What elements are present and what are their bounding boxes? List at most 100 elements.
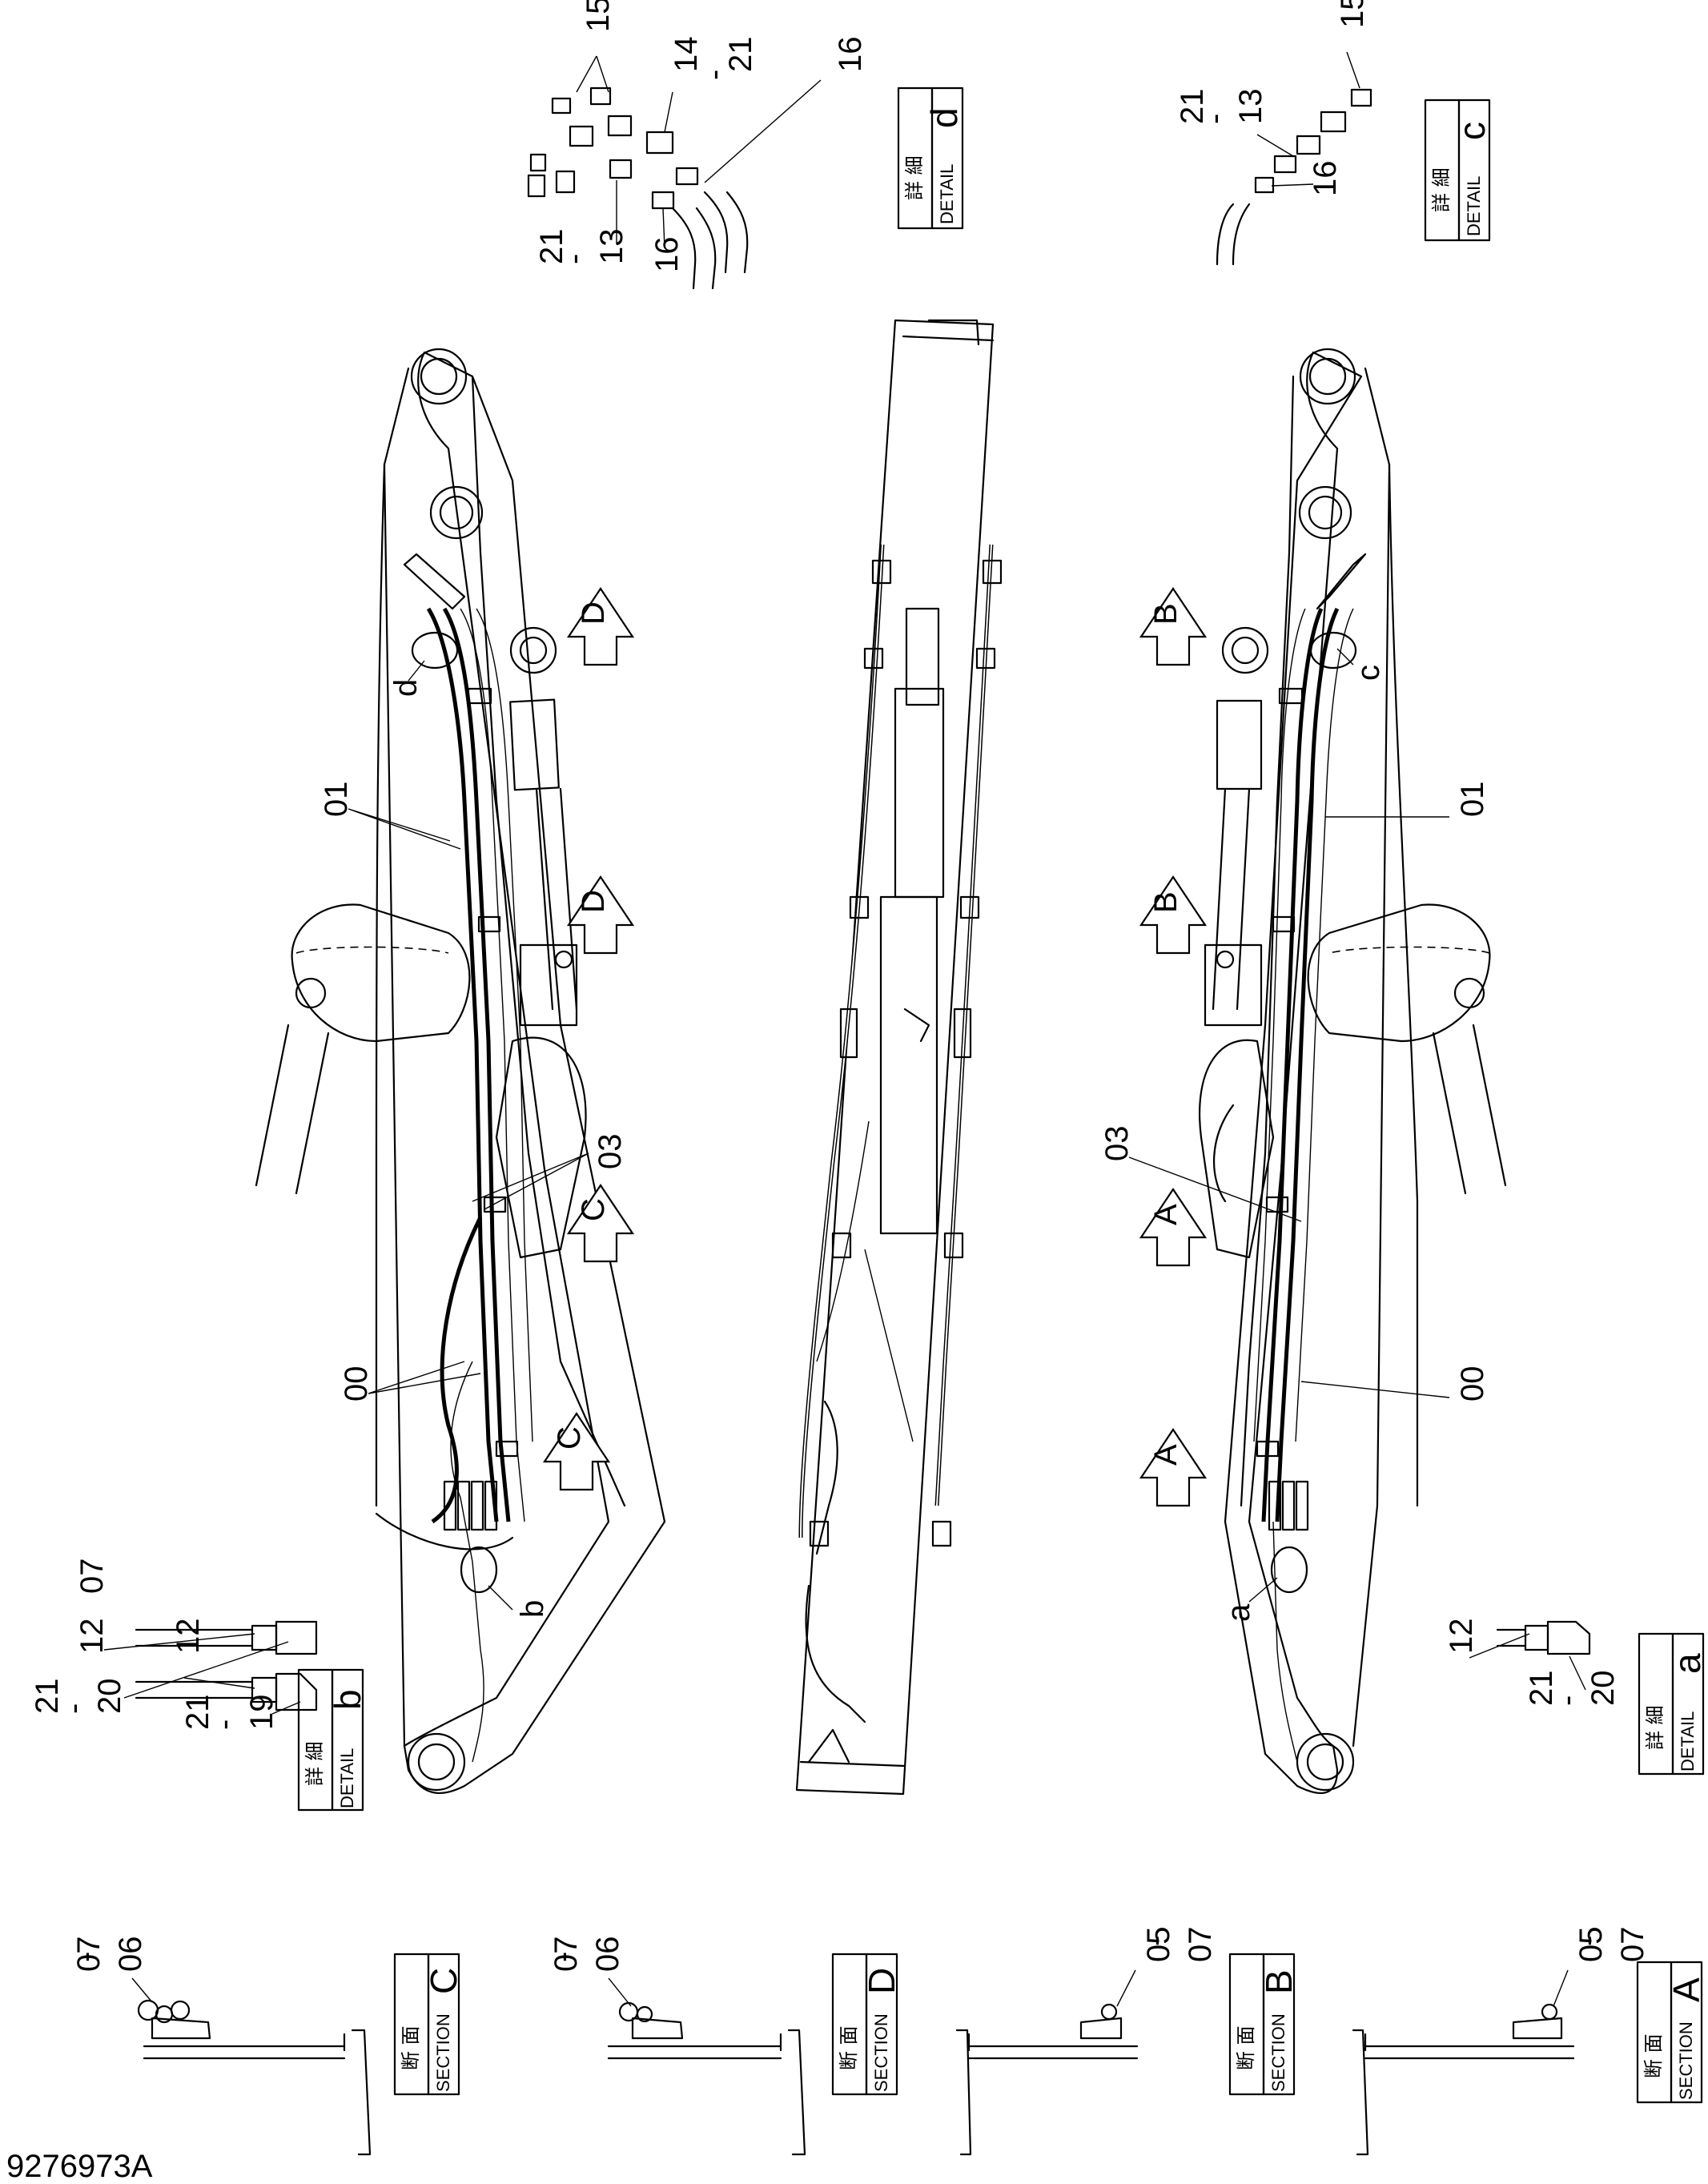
view-arrow-left-mid: D bbox=[566, 875, 635, 955]
section-jp: 断 面 bbox=[1235, 2025, 1257, 2070]
callout-b: b bbox=[515, 1600, 550, 1618]
section-a-box: 断 面 SECTION A bbox=[1636, 1961, 1707, 2104]
callout-20: 20 bbox=[1585, 1671, 1621, 1707]
callout-03: 03 bbox=[1099, 1126, 1135, 1162]
section-letter: B bbox=[1258, 1969, 1300, 1994]
arrow-label: D bbox=[576, 601, 611, 625]
section-jp: 断 面 bbox=[400, 2025, 422, 2070]
detail-en: DETAIL bbox=[1678, 1711, 1698, 1772]
callout-14: 14 bbox=[669, 37, 704, 73]
callout-dash: - bbox=[207, 1719, 242, 1730]
callout-16: 16 bbox=[1308, 161, 1343, 197]
callout-12: 12 bbox=[1444, 1619, 1479, 1655]
callout-05: 05 bbox=[1573, 1927, 1609, 1963]
callout-13: 13 bbox=[1233, 89, 1268, 125]
section-letter: A bbox=[1666, 1977, 1707, 2002]
callout-21: 21 bbox=[1175, 89, 1210, 125]
detail-a-group: 12 21 20 bbox=[1444, 1619, 1621, 1707]
section-en: SECTION bbox=[1676, 2021, 1696, 2100]
view-arrow-right-a1: A bbox=[1139, 1188, 1208, 1267]
section-jp: 断 面 bbox=[1642, 2033, 1665, 2078]
detail-letter: c bbox=[1451, 122, 1493, 140]
callout-20: 20 bbox=[92, 1679, 127, 1715]
arrow-label: D bbox=[576, 890, 611, 913]
callout-dash: - bbox=[56, 1703, 91, 1714]
detail-d-box: 詳 細 DETAIL d bbox=[897, 86, 965, 230]
callout-07: 07 bbox=[1615, 1927, 1650, 1963]
callout-15: 15 bbox=[581, 0, 616, 32]
callout-21b: 21 bbox=[534, 229, 569, 265]
callout-21a: 21 bbox=[723, 37, 758, 73]
callout-15: 15 bbox=[1335, 0, 1370, 28]
left-callouts: 01 03 00 d b bbox=[319, 660, 628, 1618]
callout-a: a bbox=[1221, 1603, 1256, 1622]
callout-21a: 21 bbox=[30, 1679, 65, 1715]
callout-dash: - bbox=[1570, 1936, 1606, 1946]
right-boom-assembly bbox=[1199, 348, 1507, 1794]
detail-a-box: 詳 細 DETAIL a bbox=[1638, 1632, 1708, 1776]
callout-c: c bbox=[1351, 665, 1386, 681]
section-callouts-rendered: 07 - 06 07 - 06 05 - 07 05 - 07 bbox=[68, 1927, 1650, 2007]
section-a-view bbox=[1352, 2003, 1575, 2156]
view-arrow-left-c2: C bbox=[542, 1412, 611, 1491]
section-b-view bbox=[955, 2003, 1139, 2156]
section-letter: C bbox=[423, 1968, 464, 1994]
detail-d-group: 15 14 21 16 21 13 16 bbox=[527, 0, 868, 290]
callout-dash: - bbox=[545, 1952, 581, 1962]
view-arrow-right-a2: A bbox=[1139, 1428, 1208, 1507]
detail-en: DETAIL bbox=[937, 164, 957, 224]
view-arrow-left-c1: C bbox=[566, 1184, 635, 1263]
callout-06: 06 bbox=[113, 1937, 148, 1973]
detail-c-group: 15 21 13 16 bbox=[1175, 0, 1372, 266]
section-en: SECTION bbox=[1268, 2013, 1288, 2092]
detail-letter: d bbox=[923, 107, 965, 128]
view-arrow-right-mid: B bbox=[1139, 875, 1208, 955]
callout-06: 06 bbox=[590, 1937, 625, 1973]
callout-16a: 16 bbox=[833, 37, 868, 73]
callout-dash: - bbox=[1138, 1936, 1173, 1946]
arrow-label: B bbox=[1148, 603, 1184, 625]
section-d-box: 断 面 SECTION D bbox=[831, 1953, 902, 2096]
callout-12a: 12 bbox=[74, 1619, 110, 1655]
callout-01: 01 bbox=[319, 782, 354, 818]
left-boom-assembly bbox=[255, 348, 666, 1794]
arrow-label: C bbox=[576, 1198, 611, 1221]
detail-letter: b bbox=[327, 1689, 368, 1710]
detail-jp: 詳 細 bbox=[903, 155, 926, 200]
callout-07: 07 bbox=[71, 1937, 106, 1973]
callout-dash: - bbox=[68, 1952, 103, 1962]
callout-01: 01 bbox=[1455, 782, 1490, 818]
arrow-label: A bbox=[1148, 1444, 1184, 1466]
view-arrow-right-top: B bbox=[1139, 587, 1208, 666]
center-boom-assembly bbox=[795, 319, 1003, 1796]
section-en: SECTION bbox=[433, 2013, 453, 2092]
detail-en: DETAIL bbox=[337, 1748, 357, 1808]
callout-13: 13 bbox=[594, 229, 629, 265]
callout-05: 05 bbox=[1141, 1927, 1176, 1963]
detail-dashes: - - - - - - bbox=[56, 70, 1585, 1730]
detail-c-box: 詳 細 DETAIL c bbox=[1424, 99, 1493, 242]
section-d-view bbox=[607, 2001, 806, 2156]
detail-en: DETAIL bbox=[1464, 176, 1484, 236]
callout-03: 03 bbox=[593, 1134, 628, 1170]
callout-00: 00 bbox=[1455, 1366, 1490, 1402]
callout-07: 07 bbox=[549, 1937, 584, 1973]
section-b-box: 断 面 SECTION B bbox=[1228, 1953, 1300, 2096]
arrow-label: B bbox=[1148, 891, 1184, 913]
detail-jp: 詳 細 bbox=[303, 1741, 326, 1786]
section-letter: D bbox=[861, 1968, 902, 1994]
detail-b-group: 12 12 21 20 21 19 bbox=[30, 1619, 318, 1731]
arrow-label: A bbox=[1148, 1204, 1184, 1225]
callout-21b: 21 bbox=[180, 1695, 215, 1731]
section-en: SECTION bbox=[871, 2013, 891, 2092]
arrow-label: C bbox=[552, 1426, 587, 1450]
callout-dash: - bbox=[697, 70, 732, 80]
callout-19: 19 bbox=[244, 1695, 279, 1731]
section-c-box: 断 面 SECTION C bbox=[393, 1953, 464, 2096]
callout-d: d bbox=[388, 679, 424, 697]
callout-07: 07 bbox=[74, 1559, 110, 1595]
view-arrow-left-top: D bbox=[566, 587, 635, 666]
drawing-number: 9276973A bbox=[6, 2149, 153, 2184]
detail-b-box: 詳 細 DETAIL b bbox=[297, 1668, 368, 1812]
